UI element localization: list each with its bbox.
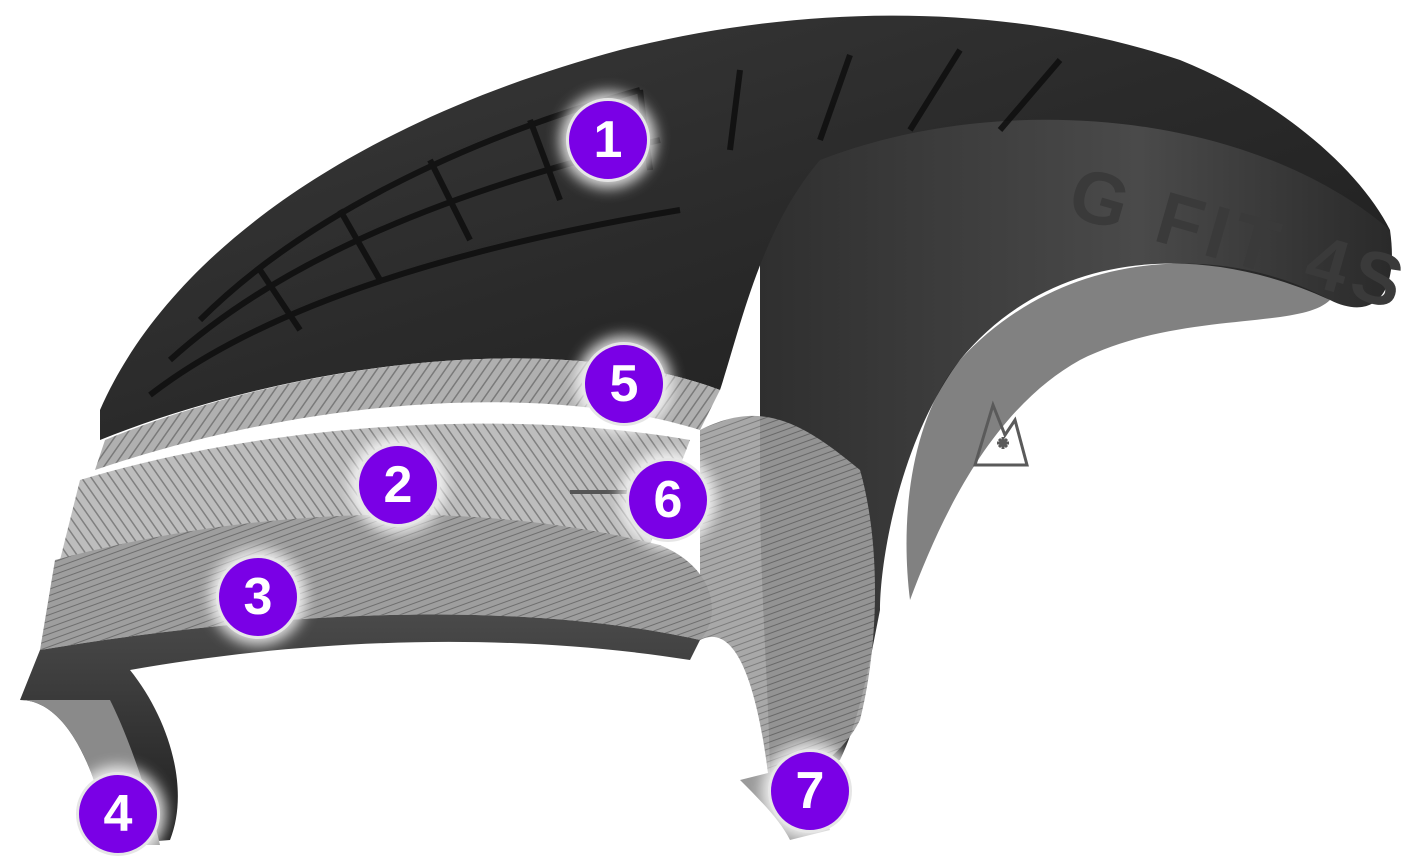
marker-6[interactable]: 6 [626,458,710,542]
tire-inner-hollow [906,263,1330,600]
marker-7[interactable]: 7 [768,749,852,833]
layer-casing-ply [40,514,712,650]
layer-belt-upper [95,358,720,470]
layer-inner-liner [20,614,700,845]
marker-2[interactable]: 2 [356,443,440,527]
marker-4[interactable]: 4 [76,772,160,856]
tread-grooves [148,48,1063,398]
layer-side-ply [700,415,875,790]
tire-sidewall [760,29,1392,790]
marker-1[interactable]: 1 [566,98,650,182]
marker-3[interactable]: 3 [216,555,300,639]
tire-tread [100,15,1390,441]
snowflake-mountain-icon [972,400,1029,467]
marker-5[interactable]: 5 [582,342,666,426]
